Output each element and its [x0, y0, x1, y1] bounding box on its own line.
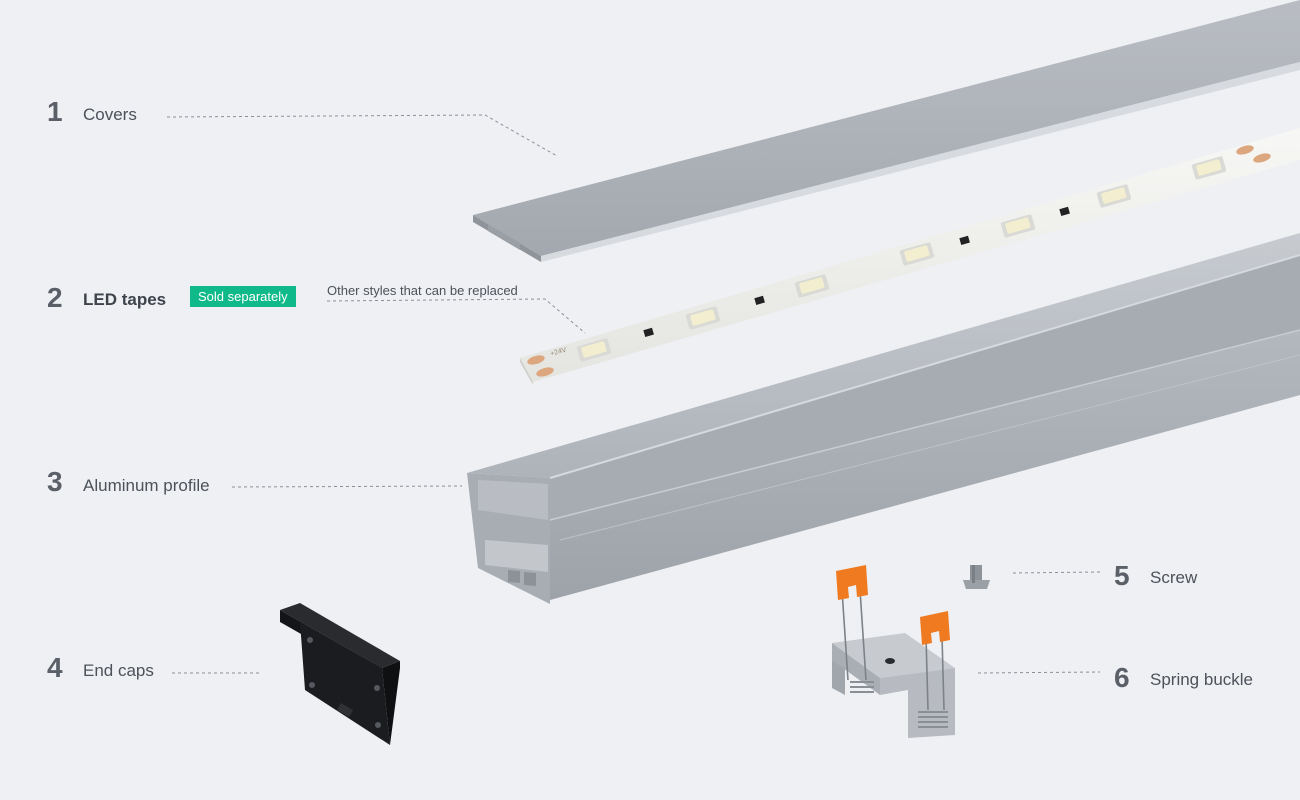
part-label-screw: Screw [1150, 568, 1198, 587]
part-number-aluminum-profile: 3 [47, 466, 63, 497]
led-chip [794, 274, 830, 298]
led-tape-part [520, 128, 1300, 385]
leader-line-aluminum-profile [231, 485, 463, 488]
spring-coil [850, 681, 948, 728]
sold-separately-badge: Sold separately [190, 286, 296, 307]
tape-print-label: +24V [550, 347, 568, 358]
resistor [643, 206, 1070, 337]
leader-line-spring-buckle [977, 671, 1101, 674]
spring-handle [920, 611, 950, 645]
part-number-spring-buckle: 6 [1114, 662, 1130, 693]
part-label-led-tapes: LED tapes [83, 290, 167, 309]
end-cap-part [280, 603, 400, 745]
replaceable-styles-note: Other styles that can be replaced [327, 283, 518, 298]
led-chip [1000, 214, 1036, 238]
led-chip [899, 242, 935, 266]
part-number-covers: 1 [47, 96, 63, 127]
cover-part [473, 0, 1300, 262]
part-label-covers: Covers [83, 105, 137, 124]
part-number-screw: 5 [1114, 560, 1130, 591]
part-number-end-caps: 4 [47, 652, 63, 683]
spring-handle [836, 565, 868, 600]
aluminum-profile-part [467, 233, 1300, 604]
led-chip [1191, 156, 1227, 180]
screw-part [963, 565, 990, 589]
spring-buckle-part [832, 565, 955, 738]
leader-line-led-tapes [326, 298, 586, 334]
spring-wire [841, 589, 945, 711]
part-label-end-caps: End caps [83, 661, 154, 680]
led-chip [576, 338, 612, 362]
part-label-spring-buckle: Spring buckle [1150, 670, 1254, 689]
led-chip [1096, 184, 1132, 208]
solder-pad [527, 145, 1271, 377]
leader-line-covers [166, 114, 558, 157]
leader-line-screw [1012, 571, 1101, 574]
part-number-led-tapes: 2 [47, 282, 63, 313]
led-chip [685, 306, 721, 330]
leader-lines [166, 114, 1101, 674]
part-label-aluminum-profile: Aluminum profile [83, 476, 210, 495]
